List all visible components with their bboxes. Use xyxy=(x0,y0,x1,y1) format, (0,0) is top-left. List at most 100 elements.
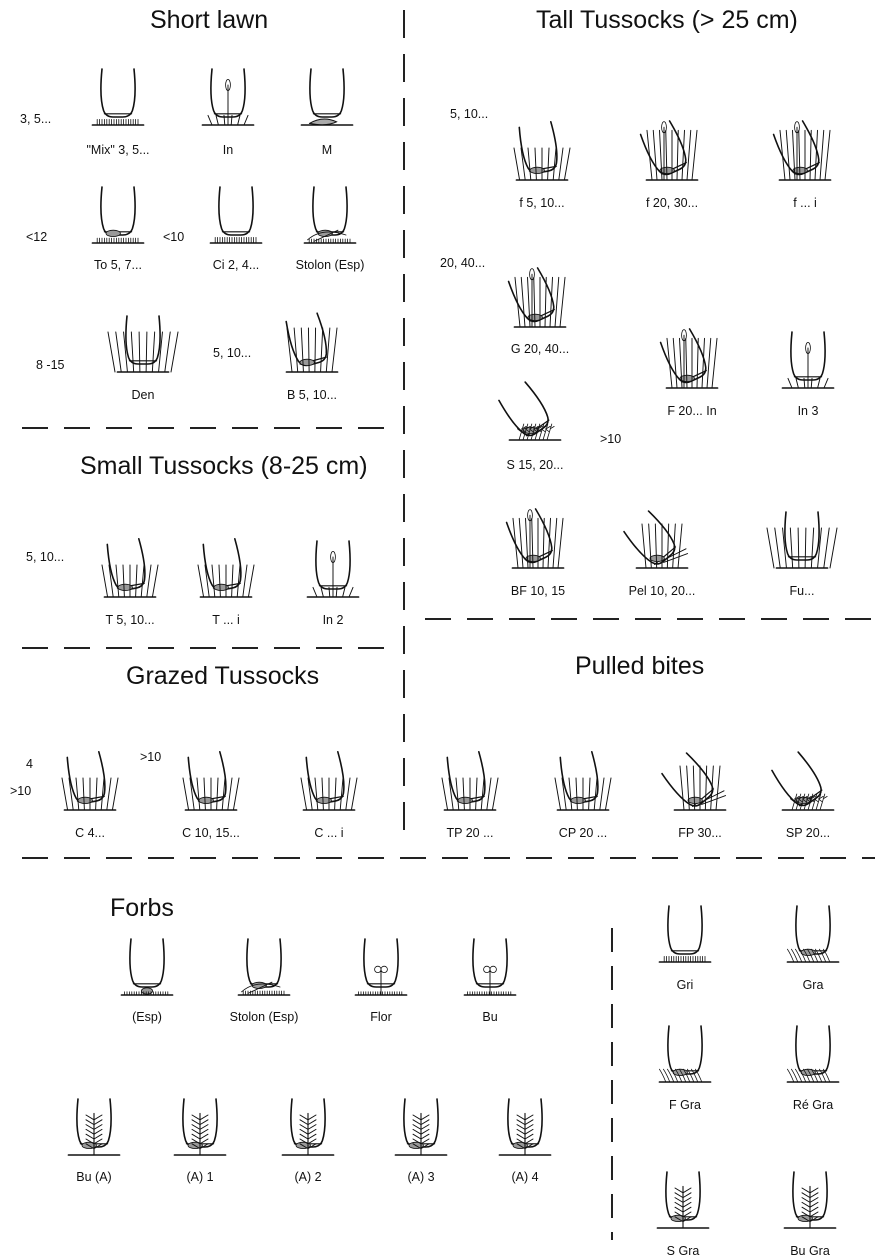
bite-label-b: B 5, 10... xyxy=(287,388,337,402)
mouth-tussock-icon xyxy=(632,116,712,196)
bite-label-a4: (A) 4 xyxy=(511,1170,538,1184)
mouth-tussock-icon xyxy=(289,746,369,826)
mouth-dense-icon xyxy=(762,504,842,584)
bite-label-fu: Fu... xyxy=(789,584,814,598)
bite-label-a3: (A) 3 xyxy=(407,1170,434,1184)
title-short-lawn: Short lawn xyxy=(150,6,268,35)
bite-label-pel: Pel 10, 20... xyxy=(629,584,696,598)
mouth-forb-icon xyxy=(54,1091,134,1171)
bite-label-c-i: C ... i xyxy=(314,826,343,840)
mouth-flower-icon xyxy=(341,931,421,1011)
mouth-side-icon xyxy=(272,308,352,388)
mouth-grass-icon xyxy=(773,898,853,978)
bite-label-f-20-30: f 20, 30... xyxy=(646,196,698,210)
bite-label-ci: Ci 2, 4... xyxy=(213,258,260,272)
mouth-forb-icon xyxy=(643,1164,723,1244)
mouth-dense-icon xyxy=(103,308,183,388)
mouth-pull-icon xyxy=(622,504,702,584)
mouth-flower-icon xyxy=(450,931,530,1011)
bite-label-f-i: f ... i xyxy=(793,196,817,210)
bite-label-fp: FP 30... xyxy=(678,826,722,840)
bite-label-t: T 5, 10... xyxy=(105,613,154,627)
bite-label-c10: C 10, 15... xyxy=(182,826,240,840)
bite-label-den: Den xyxy=(132,388,155,402)
height-label-g: 20, 40... xyxy=(440,256,485,270)
mouth-grass-icon xyxy=(773,1018,853,1098)
bite-label-mix: "Mix" 3, 5... xyxy=(86,143,149,157)
mouth-tongue-icon xyxy=(78,179,158,259)
bite-label-flor: Flor xyxy=(370,1010,392,1024)
bite-label-tp: TP 20 ... xyxy=(446,826,493,840)
bite-label-s: S 15, 20... xyxy=(507,458,564,472)
mouth-tussock-icon xyxy=(500,263,580,343)
bite-label-re-gra: Ré Gra xyxy=(793,1098,833,1112)
bite-label-gri: Gri xyxy=(677,978,694,992)
mouth-tussock-icon xyxy=(90,533,170,613)
title-tall-tussocks: Tall Tussocks (> 25 cm) xyxy=(536,6,798,35)
bite-label-m: M xyxy=(322,143,332,157)
bite-label-sp: SP 20... xyxy=(786,826,830,840)
mouth-forb-icon xyxy=(160,1091,240,1171)
height-label-s: >10 xyxy=(600,432,621,446)
mouth-tussock-icon xyxy=(430,746,510,826)
mouth-tussock-icon xyxy=(498,504,578,584)
mouth-tussock-icon xyxy=(765,116,845,196)
mouth-forb-icon xyxy=(770,1164,850,1244)
height-label-mix: 3, 5... xyxy=(20,112,51,126)
mouth-forb-icon xyxy=(381,1091,461,1171)
height-label-t: 5, 10... xyxy=(26,550,64,564)
bite-label-cp: CP 20 ... xyxy=(559,826,607,840)
height-label-f-5-10: 5, 10... xyxy=(450,107,488,121)
title-pulled-bites: Pulled bites xyxy=(575,652,704,681)
mouth-shrub-icon xyxy=(768,746,848,826)
mouth-stolon-icon xyxy=(290,179,370,259)
mouth-lawn-icon xyxy=(196,179,276,259)
mouth-forb-icon xyxy=(268,1091,348,1171)
mouth-tussock-icon xyxy=(171,746,251,826)
bite-label-stolon-esp-2: Stolon (Esp) xyxy=(230,1010,299,1024)
mouth-tussock-icon xyxy=(652,324,732,404)
bite-label-bu: Bu xyxy=(482,1010,497,1024)
bite-label-bf: BF 10, 15 xyxy=(511,584,565,598)
height-label-ci: <10 xyxy=(163,230,184,244)
bite-label-g: G 20, 40... xyxy=(511,342,569,356)
height-label-b: 5, 10... xyxy=(213,346,251,360)
mouth-lawn-icon xyxy=(78,61,158,141)
bite-label-a2: (A) 2 xyxy=(294,1170,321,1184)
bite-label-bu-a: Bu (A) xyxy=(76,1170,111,1184)
height-label-c4-bottom: >10 xyxy=(10,784,31,798)
bite-label-f-5-10: f 5, 10... xyxy=(519,196,564,210)
mouth-inflorescence-icon xyxy=(188,61,268,141)
bite-label-stolon-esp: Stolon (Esp) xyxy=(296,258,365,272)
title-grazed-tussocks: Grazed Tussocks xyxy=(126,662,319,691)
height-label-c4-top: 4 xyxy=(26,757,33,771)
bite-label-in-2: In 2 xyxy=(323,613,344,627)
title-forbs: Forbs xyxy=(110,894,174,923)
bite-label-bu-gra: Bu Gra xyxy=(790,1244,830,1258)
height-label-to: <12 xyxy=(26,230,47,244)
mouth-grass-icon xyxy=(645,1018,725,1098)
bite-label-c4: C 4... xyxy=(75,826,105,840)
mouth-inflorescence-icon xyxy=(768,324,848,404)
bite-label-in-3: In 3 xyxy=(798,404,819,418)
mouth-tussock-icon xyxy=(543,746,623,826)
bite-label-s-gra: S Gra xyxy=(667,1244,700,1258)
height-label-den: 8 -15 xyxy=(36,358,65,372)
mouth-shrub-icon xyxy=(495,376,575,456)
bite-label-t-i: T ... i xyxy=(212,613,240,627)
mouth-moss-icon xyxy=(287,61,367,141)
mouth-tussock-icon xyxy=(502,116,582,196)
bite-label-a1: (A) 1 xyxy=(186,1170,213,1184)
mouth-inflorescence-icon xyxy=(293,533,373,613)
bite-label-esp: (Esp) xyxy=(132,1010,162,1024)
mouth-tussock-icon xyxy=(186,533,266,613)
mouth-pull-icon xyxy=(660,746,740,826)
mouth-lawn-icon xyxy=(645,898,725,978)
bite-label-in: In xyxy=(223,143,233,157)
bite-label-f-gra: F Gra xyxy=(669,1098,701,1112)
mouth-forb-icon xyxy=(485,1091,565,1171)
bite-label-to: To 5, 7... xyxy=(94,258,142,272)
bite-label-f-in: F 20... In xyxy=(667,404,716,418)
title-small-tussocks: Small Tussocks (8-25 cm) xyxy=(80,452,368,481)
